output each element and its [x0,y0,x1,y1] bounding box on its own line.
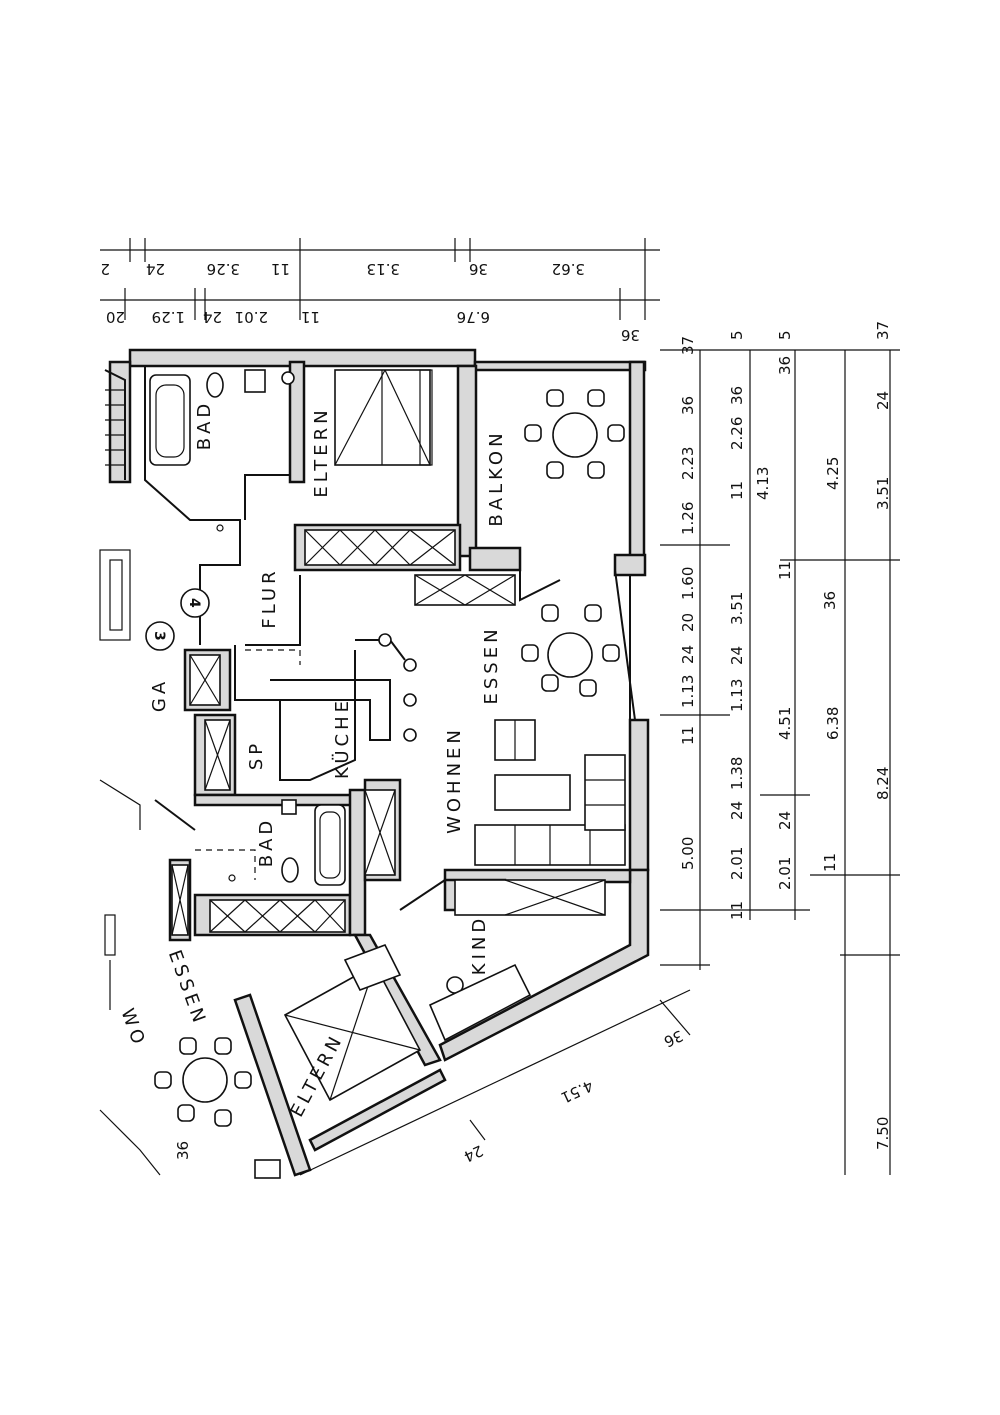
marker-circle-4 [180,588,210,618]
dim-r1-9: 11 [679,726,697,745]
dim-top-1: 2 [100,260,110,278]
stairs [104,369,126,480]
dim-r3-6: 24 [776,811,794,830]
interior-lines [99,366,636,1176]
dim-r2-3: 2.26 [728,417,746,450]
dim-r2-4: 11 [728,481,746,500]
dim-r1-6: 20 [679,613,697,632]
dim-r3-3: 11 [776,561,794,580]
marker-3-label: 3 [151,631,167,641]
dim-top-13: 6.76 [457,308,490,326]
dim-r2-1: 5 [728,330,746,340]
balkon-table [552,412,598,458]
dim-r3-1: 5 [776,330,794,340]
bathtub-mid [314,804,346,886]
dim-top-3: 3.26 [207,260,240,278]
dim-r2-9: 1.38 [728,757,746,790]
dim-r4-1: 37 [874,321,892,340]
room-kind: KIND [469,915,490,975]
dim-top-8: 20 [106,308,125,326]
dim-r4-2: 24 [874,391,892,410]
dim-r1-4: 1.26 [679,502,697,535]
dim-r2-10: 24 [728,801,746,820]
dim-top-4: 11 [271,260,290,278]
room-eltern-top: ELTERN [311,406,332,497]
dim-diag-1: 36 [661,1026,686,1050]
room-bad-top: BAD [194,400,215,451]
dim-r4-4: 3.51 [874,477,892,510]
essen-left-table [182,1057,228,1103]
marker-4-label: 4 [186,598,202,608]
room-kueche: KÜCHE [331,697,353,779]
dim-r4-7: 7.50 [874,1117,892,1150]
dim-r2-7: 24 [728,646,746,665]
dim-r1-7: 24 [679,645,697,664]
dim-diag-2: 4.51 [558,1076,596,1106]
dim-r3-2: 36 [776,356,794,375]
room-essen-main: ESSEN [481,625,502,704]
top-dimension-lines [100,238,660,320]
room-wohnen: WOHNEN [444,726,465,834]
dim-r4-5: 6.38 [824,707,842,740]
marker-circle-3 [145,621,175,651]
dim-r3-4: 36 [821,591,839,610]
dim-r1-1: 37 [679,336,697,355]
dim-r4-3: 4.25 [824,457,842,490]
dim-top-10: 24 [203,308,222,326]
dim-r1-2: 36 [679,396,697,415]
dim-top-14: 36 [621,326,640,344]
dim-top-7: 3.62 [552,260,585,278]
dim-r2-8: 1.13 [728,679,746,712]
dim-diag-4: 36 [174,1141,192,1160]
room-bad-mid: BAD [256,817,277,868]
room-wo: WO [116,1006,149,1051]
dim-r2-12: 11 [728,901,746,920]
bathtub-top [149,374,191,466]
dim-r1-10: 5.00 [679,837,697,870]
dim-r2-6: 3.51 [728,592,746,625]
dim-r3-5: 4.51 [776,707,794,740]
room-ga: GA [149,678,170,712]
room-essen-left: ESSEN [164,947,211,1028]
dim-top-5: 3.13 [367,260,400,278]
dim-top-11: 2.01 [235,308,268,326]
room-sp: SP [246,740,267,770]
right-dimension-texts: 37 36 2.23 1.26 1.60 20 24 1.13 11 5.00 … [679,321,892,1150]
dim-r1-3: 2.23 [679,447,697,480]
dim-diag-3: 24 [461,1141,486,1165]
room-balkon: BALKON [486,429,507,526]
dim-r3-7: 2.01 [776,857,794,890]
dim-top-2: 24 [146,260,165,278]
furniture [149,369,626,1179]
dim-r2-11: 2.01 [728,847,746,880]
dim-top-12: 11 [301,308,320,326]
dim-r1-5: 1.60 [679,567,697,600]
circled-markers: 4 3 [145,588,210,651]
dim-top-6: 36 [469,260,488,278]
dim-r4-6: 8.24 [874,767,892,800]
right-dimension-lines [660,349,900,1175]
room-flur: FLUR [259,567,280,628]
dim-r3-8: 11 [821,853,839,872]
essen-table [547,632,593,678]
top-dimension-texts: 2 24 3.26 11 3.13 36 3.62 20 1.29 24 2.0… [100,260,640,344]
dim-r1-8: 1.13 [679,675,697,708]
dim-top-9: 1.29 [152,308,185,326]
dim-r2-5: 4.13 [754,467,772,500]
dim-r2-2: 36 [728,386,746,405]
